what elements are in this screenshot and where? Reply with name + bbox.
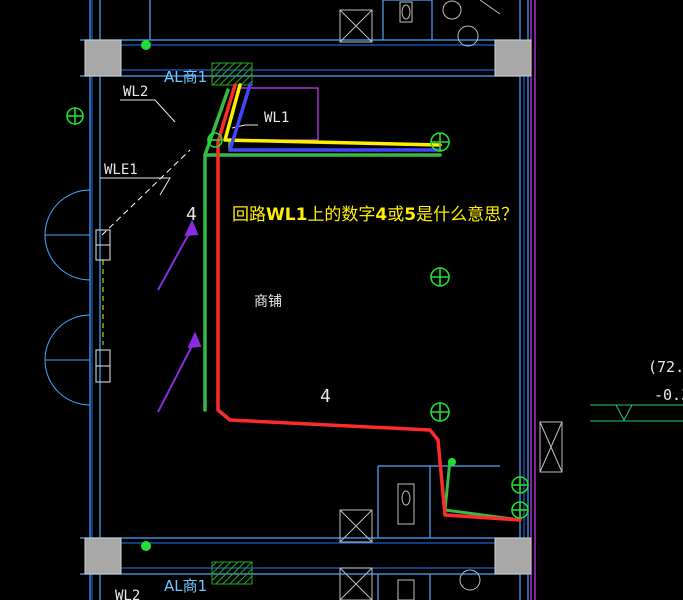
column-bottom-right bbox=[494, 537, 532, 575]
outlet-symbol-icon bbox=[207, 132, 223, 148]
question-circuit: WL1 bbox=[266, 205, 307, 225]
floor-drain-icon bbox=[442, 0, 462, 20]
question-prefix: 回路 bbox=[232, 205, 266, 225]
elevation-marker-icon bbox=[590, 404, 683, 422]
circuit-label-wl1: WL1 bbox=[264, 110, 289, 126]
outlet-symbol-icon bbox=[511, 501, 529, 519]
restroom-fixtures bbox=[339, 0, 563, 600]
column-top-left bbox=[84, 39, 122, 77]
outlets bbox=[66, 107, 529, 519]
distribution-panel-icon bbox=[211, 561, 253, 585]
panel-label-bottom: AL商1 bbox=[164, 577, 207, 595]
question-suffix: 是什么意思？ bbox=[416, 205, 518, 225]
wire-red bbox=[216, 83, 522, 522]
question-num-a: 4 bbox=[375, 205, 387, 225]
column-top-right bbox=[494, 39, 532, 77]
walls bbox=[80, 0, 529, 600]
emergency-lighting bbox=[95, 149, 191, 383]
distribution-panel-icon bbox=[211, 62, 253, 86]
wire-count-label: 4 bbox=[320, 386, 331, 407]
annotation-arrows bbox=[157, 219, 202, 413]
circuit-label-wl2-bottom: WL2 bbox=[115, 588, 140, 600]
wire-yellow bbox=[223, 83, 442, 147]
outlet-symbol-icon bbox=[430, 402, 450, 422]
wiring bbox=[203, 83, 522, 522]
elevation-value-top: (72. bbox=[648, 358, 683, 376]
wire-count-label-left: 4 bbox=[186, 204, 197, 225]
question-conj: 或 bbox=[387, 205, 404, 225]
light-fixture-icon bbox=[339, 9, 373, 43]
floor-drain-icon bbox=[459, 569, 481, 591]
circuit-label-wl2: WL2 bbox=[123, 84, 148, 100]
outlet-symbol-icon bbox=[66, 107, 84, 125]
question-middle: 上的数字 bbox=[307, 205, 375, 225]
outlet-symbol-icon bbox=[430, 267, 450, 287]
panel-label-top: AL商1 bbox=[164, 68, 207, 86]
toilet-icon bbox=[397, 483, 415, 525]
light-fixture-icon bbox=[339, 509, 373, 543]
circuit-label-wle1: WLE1 bbox=[104, 162, 138, 178]
door-swings bbox=[44, 189, 91, 406]
room-label: 商铺 bbox=[254, 294, 282, 310]
junction-dots bbox=[141, 40, 456, 551]
outlet-symbol-icon bbox=[511, 476, 529, 494]
columns bbox=[84, 39, 532, 575]
wire-blue bbox=[228, 83, 442, 152]
question-num-b: 5 bbox=[404, 205, 416, 225]
question-text: 回路WL1上的数字4或5是什么意思？ bbox=[232, 205, 518, 225]
toilet-icon bbox=[399, 1, 413, 23]
column-bottom-left bbox=[84, 537, 122, 575]
elevation-value-bottom: -0.3 bbox=[654, 386, 683, 404]
outlet-symbol-icon bbox=[430, 132, 450, 152]
